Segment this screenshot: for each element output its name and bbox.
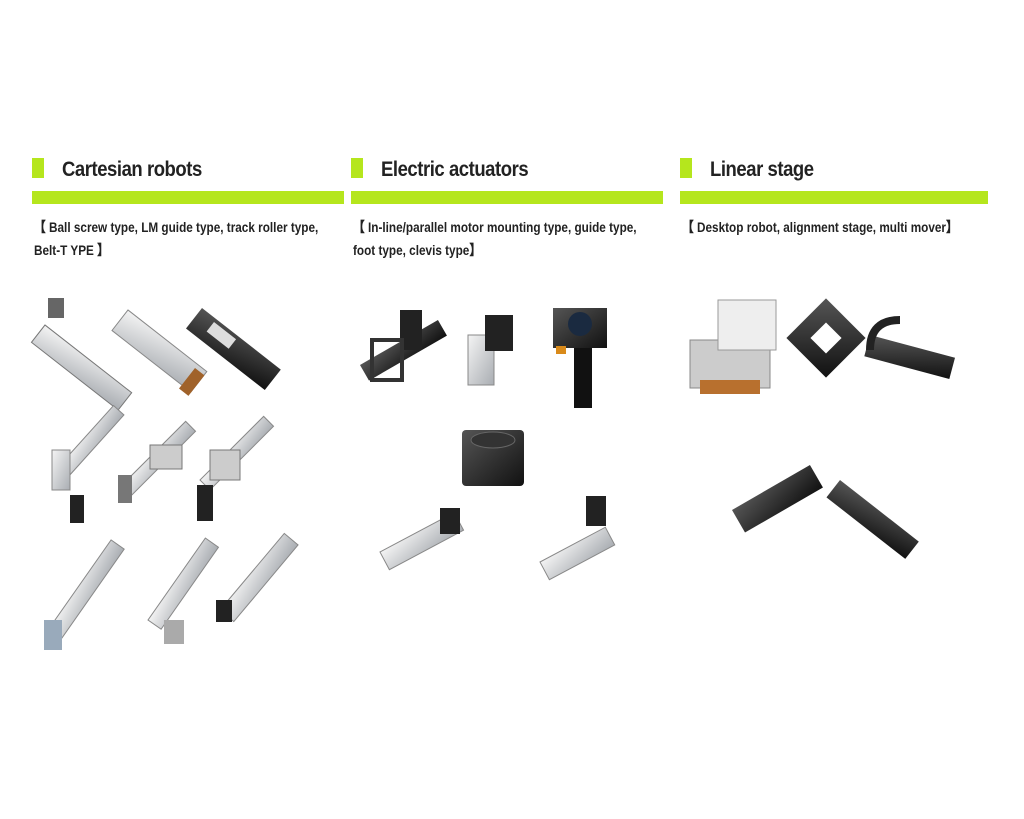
alignment-stage-image: [786, 298, 866, 378]
belt-robot-image-2: [147, 537, 220, 644]
linear-stage-image-2: [826, 479, 919, 559]
product-images: [30, 298, 956, 650]
xyz-robot-image: [118, 420, 197, 503]
section-description: 【 Desktop robot, alignment stage, multi …: [682, 219, 958, 235]
rotary-actuator-image: [553, 308, 607, 408]
desktop-robot-image: [689, 299, 777, 394]
section-marker: [680, 158, 692, 178]
section-underline-bar: [32, 191, 344, 204]
section-description: 【 In-line/parallel motor mounting type, …: [353, 219, 637, 258]
track-roller-robot-image: [185, 308, 281, 391]
section-title: Cartesian robots: [62, 158, 202, 181]
belt-robot-image-3: [216, 532, 299, 623]
multi-mover-image: [864, 316, 956, 380]
inline-actuator-image: [467, 315, 513, 386]
rod-actuator-image-1: [379, 508, 465, 571]
rotary-table-image: [462, 430, 524, 486]
lm-guide-robot-image: [111, 309, 208, 396]
section-title: Electric actuators: [381, 158, 529, 181]
xy-robot-image: [51, 404, 125, 523]
section-underline-bar: [351, 191, 663, 204]
gantry-robot-image: [197, 415, 275, 521]
section-underline-bar: [680, 191, 988, 204]
parallel-actuator-image: [360, 310, 447, 382]
section-title: Linear stage: [710, 158, 814, 181]
ball-screw-robot-image: [30, 298, 133, 411]
section-marker: [32, 158, 44, 178]
section-marker: [351, 158, 363, 178]
linear-stage-image-1: [732, 465, 823, 533]
belt-robot-image-1: [44, 539, 125, 650]
rod-actuator-image-2: [539, 496, 616, 581]
section-description: 【 Ball screw type, LM guide type, track …: [34, 219, 319, 258]
